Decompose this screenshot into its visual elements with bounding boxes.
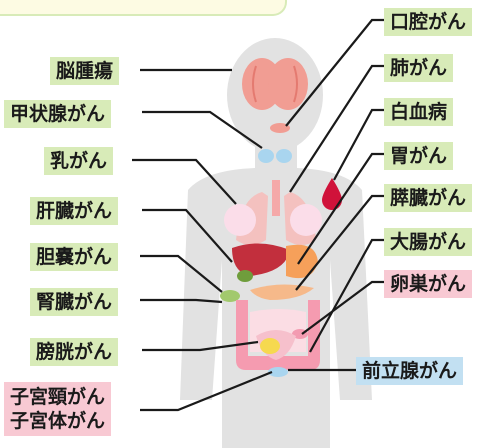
brain-organ bbox=[242, 58, 308, 110]
label-prostate-cancer: 前立腺がん bbox=[356, 357, 464, 385]
liver-organ bbox=[232, 243, 290, 276]
blood-drop-icon bbox=[322, 178, 342, 210]
label-ovarian-cancer: 卵巣がん bbox=[384, 270, 473, 298]
label-leukemia: 白血病 bbox=[384, 98, 454, 126]
label-cervical-cancer: 子宮頸がん bbox=[10, 386, 106, 408]
label-uterine-cancers: 子宮頸がん 子宮体がん bbox=[4, 382, 112, 436]
label-liver-cancer: 肝臓がん bbox=[30, 197, 119, 225]
label-lung-cancer: 肺がん bbox=[384, 54, 454, 82]
label-kidney-cancer: 腎臓がん bbox=[30, 288, 119, 316]
label-gallbladder-cancer: 胆嚢がん bbox=[30, 243, 119, 271]
label-bladder-cancer: 膀胱がん bbox=[30, 338, 119, 366]
breast-right-organ bbox=[290, 204, 322, 236]
label-brain-tumor: 脳腫瘍 bbox=[50, 57, 120, 85]
breast-left-organ bbox=[224, 204, 256, 236]
leader-lines bbox=[132, 18, 384, 412]
bladder-organ bbox=[260, 338, 280, 354]
prostate-organ bbox=[268, 367, 288, 377]
label-stomach-cancer: 胃がん bbox=[384, 142, 454, 170]
stomach-organ bbox=[286, 244, 318, 279]
kidney-organ bbox=[220, 290, 240, 302]
mouth-organ bbox=[270, 123, 290, 133]
label-breast-cancer: 乳がん bbox=[44, 147, 114, 175]
label-oral-cancer: 口腔がん bbox=[384, 8, 473, 36]
label-thyroid-cancer: 甲状腺がん bbox=[4, 100, 112, 128]
thyroid-organ bbox=[258, 149, 292, 163]
label-endometrial-cancer: 子宮体がん bbox=[10, 410, 106, 432]
label-colon-cancer: 大腸がん bbox=[384, 228, 473, 256]
label-pancreatic-cancer: 膵臓がん bbox=[384, 184, 473, 212]
gallbladder-organ bbox=[237, 270, 253, 282]
